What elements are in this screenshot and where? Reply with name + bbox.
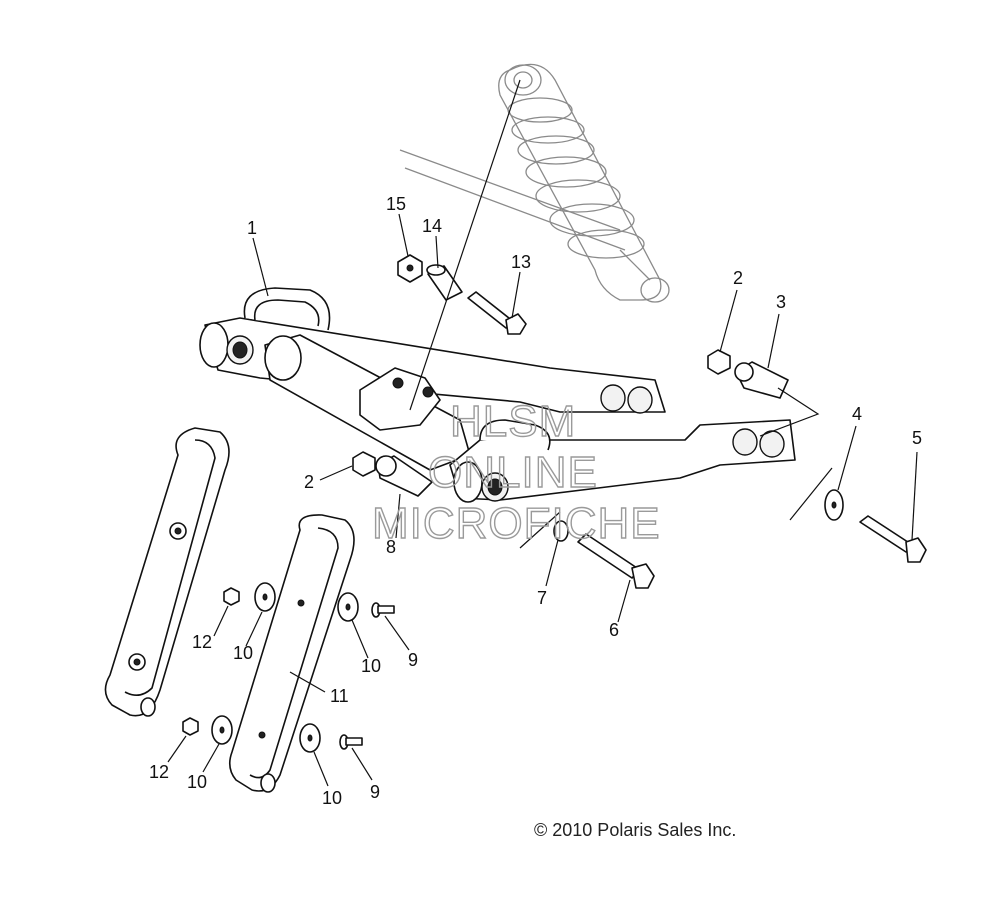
callout-10-b: 10 bbox=[361, 656, 381, 676]
callout-9-lower: 9 bbox=[370, 782, 380, 802]
link-arm-right bbox=[228, 514, 355, 793]
watermark: HLSM ONLINE MICROFICHE bbox=[371, 396, 661, 548]
callout-4: 4 bbox=[852, 404, 862, 424]
hardware-lower bbox=[182, 582, 395, 753]
callout-13: 13 bbox=[511, 252, 531, 272]
callout-7: 7 bbox=[537, 588, 547, 608]
callout-15: 15 bbox=[386, 194, 406, 214]
callout-2-right: 2 bbox=[733, 268, 743, 288]
copyright-text: © 2010 Polaris Sales Inc. bbox=[534, 820, 736, 840]
callout-12-lower: 12 bbox=[149, 762, 169, 782]
callout-9-upper: 9 bbox=[408, 650, 418, 670]
callout-14: 14 bbox=[422, 216, 442, 236]
callout-10-a: 10 bbox=[233, 643, 253, 663]
shock-absorber-ghost bbox=[399, 63, 670, 303]
leader-lines bbox=[167, 79, 918, 787]
watermark-line2: ONLINE bbox=[428, 448, 598, 497]
callout-8: 8 bbox=[386, 537, 396, 557]
callout-10-d: 10 bbox=[322, 788, 342, 808]
callout-5: 5 bbox=[912, 428, 922, 448]
callout-3: 3 bbox=[776, 292, 786, 312]
callout-1: 1 bbox=[247, 218, 257, 238]
callout-2-left: 2 bbox=[304, 472, 314, 492]
callout-11: 11 bbox=[330, 686, 349, 706]
callout-labels: 1 2 3 4 5 15 14 13 2 8 7 6 12 10 10 9 11… bbox=[149, 194, 922, 808]
callout-10-c: 10 bbox=[187, 772, 207, 792]
watermark-line3: MICROFICHE bbox=[372, 499, 661, 548]
link-arm-left bbox=[104, 427, 230, 717]
watermark-line1: HLSM bbox=[450, 397, 576, 446]
swing-arm-assembly bbox=[199, 287, 796, 503]
hardware-upper bbox=[352, 254, 927, 589]
callout-6: 6 bbox=[609, 620, 619, 640]
callout-12-upper: 12 bbox=[192, 632, 212, 652]
